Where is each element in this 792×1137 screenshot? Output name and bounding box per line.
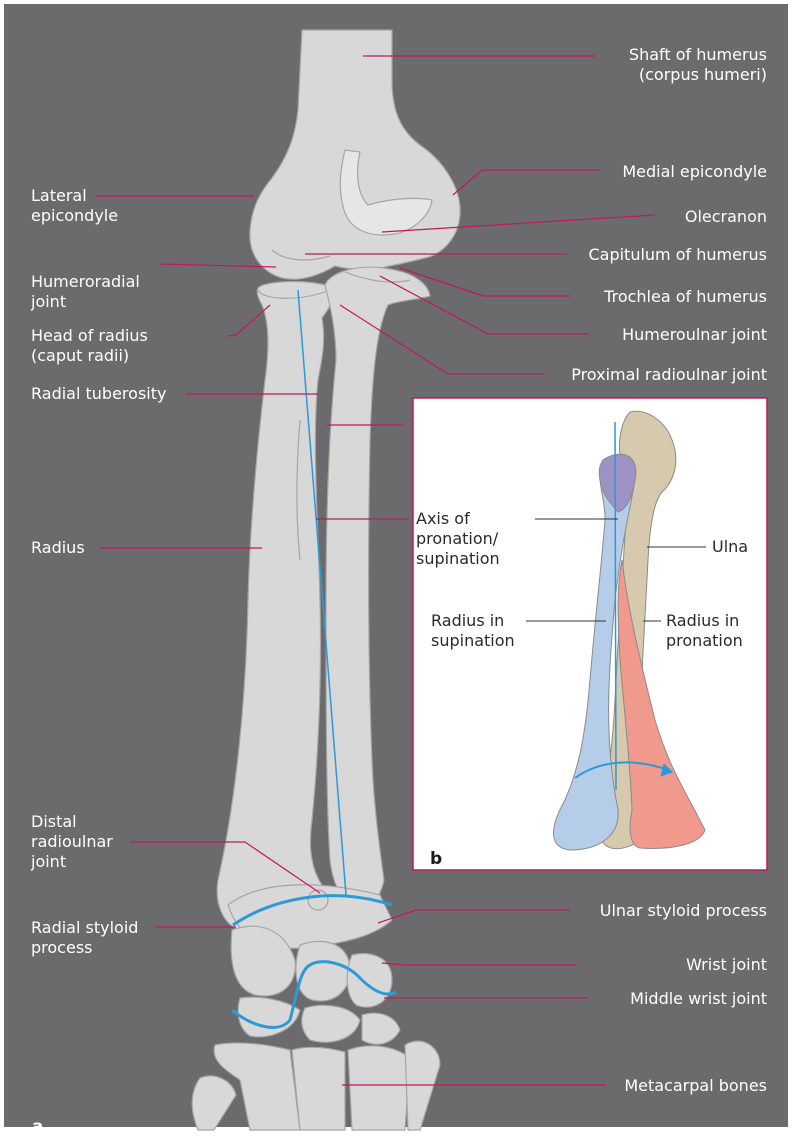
label-humeroradial-joint: Humeroradial joint [31, 272, 140, 312]
panel-letter-a: a [32, 1117, 43, 1137]
label-radial-tuberosity: Radial tuberosity [31, 384, 166, 404]
label-trochlea-of-humerus: Trochlea of humerus [604, 287, 767, 307]
label-lateral-epicondyle: Lateral epicondyle [31, 186, 118, 226]
inset-label-radius-in-supination: Radius in supination [431, 611, 515, 651]
label-head-of-radius: Head of radius (caput radii) [31, 326, 148, 366]
label-proximal-radioulnar-joint: Proximal radioulnar joint [571, 365, 767, 385]
label-distal-radioulnar-joint: Distal radioulnar joint [31, 812, 113, 872]
label-metacarpal-bones: Metacarpal bones [624, 1076, 767, 1096]
label-olecranon: Olecranon [685, 207, 767, 227]
label-ulnar-styloid-process: Ulnar styloid process [600, 901, 767, 921]
label-wrist-joint: Wrist joint [686, 955, 767, 975]
label-radius: Radius [31, 538, 85, 558]
label-capitulum-of-humerus: Capitulum of humerus [588, 245, 767, 265]
label-humeroulnar-joint: Humeroulnar joint [622, 325, 767, 345]
inset-label-radius-in-pronation: Radius in pronation [666, 611, 743, 651]
inset-label-ulna: Ulna [712, 537, 748, 557]
label-middle-wrist-joint: Middle wrist joint [630, 989, 767, 1009]
label-medial-epicondyle: Medial epicondyle [622, 162, 767, 182]
label-shaft-of-humerus: Shaft of humerus (corpus humeri) [629, 45, 767, 85]
inset-label-axis: Axis of pronation/ supination [416, 509, 500, 569]
label-radial-styloid-process: Radial styloid process [31, 918, 138, 958]
inset-label-ulna-top: Ulna [415, 415, 451, 435]
panel-letter-b: b [430, 849, 442, 869]
